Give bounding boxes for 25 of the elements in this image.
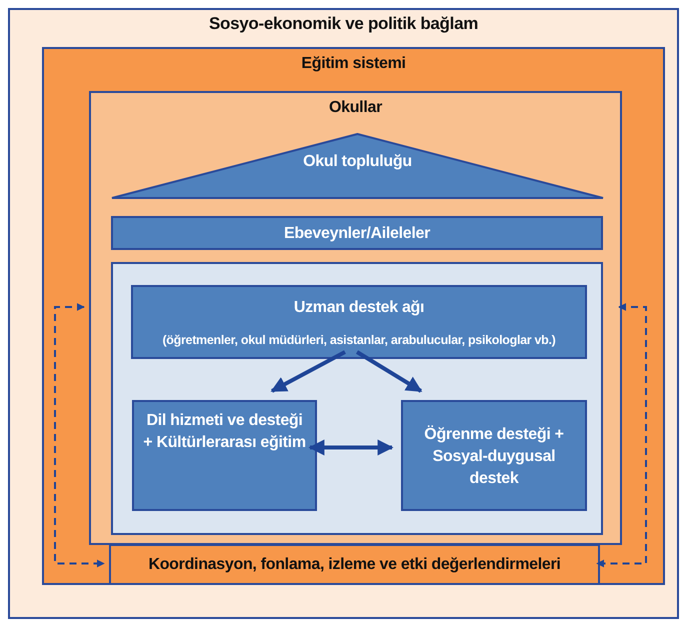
box-title: Dil hizmeti ve desteği + Kültürlerarası eğitim [142, 411, 307, 453]
support-panel [111, 262, 603, 535]
context-panel [8, 8, 679, 619]
arrow [270, 350, 346, 393]
process-box [109, 544, 600, 585]
box-title: Koordinasyon, fonlama, izleme ve etki değerlendirmeleri [147, 556, 562, 574]
dashed-arrow [596, 303, 647, 568]
process-box [401, 400, 587, 511]
box-title: Öğrenme desteği + Sosyal-duygusal destek [423, 424, 565, 489]
dashed-arrow [54, 303, 105, 568]
process-box [132, 400, 317, 511]
box-title: Ebeveynler/Aileleler [282, 225, 432, 243]
arrow [356, 350, 422, 393]
roof-triangle [111, 133, 604, 199]
process-box [111, 216, 603, 250]
process-box [131, 285, 587, 359]
box-subtitle: (öğretmenler, okul müdürleri, asistanlar, arabulucular, psikologlar vb.) [161, 333, 557, 347]
system-panel [42, 47, 665, 585]
arrow [308, 440, 394, 456]
box-title: Eğitim sistemi [300, 55, 407, 73]
box-title: Uzman destek ağı [292, 299, 426, 317]
box-title: Okul topluluğu [302, 153, 413, 171]
school-panel [89, 91, 622, 545]
box-title: Sosyo-ekonomik ve politik bağlam [208, 14, 480, 34]
box-title: Okullar [328, 99, 384, 117]
